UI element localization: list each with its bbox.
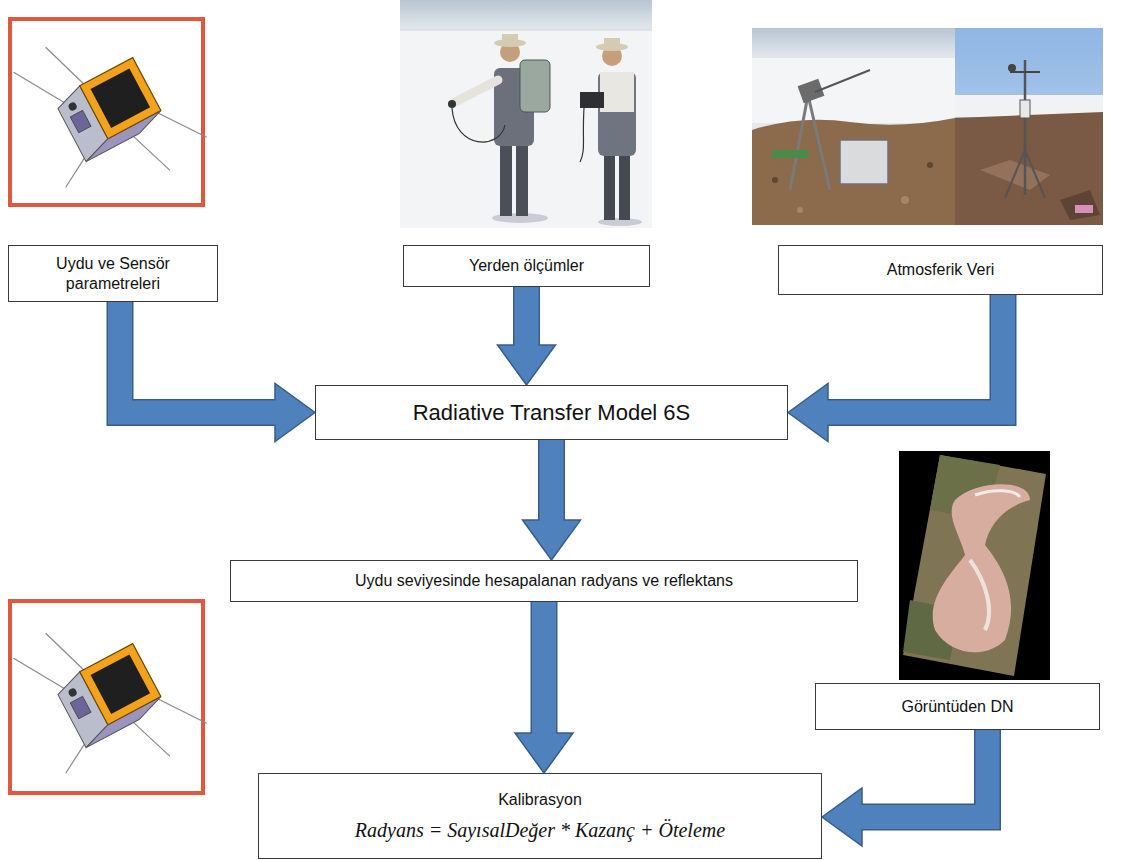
ground-measurement-photo-part [580,92,604,108]
atmospheric-station-photo-part [1020,100,1030,118]
satellite-image-part [903,455,1046,676]
atmospheric-station-photo-part [752,58,955,123]
ground-measurement-photo-part [580,108,584,162]
atmospheric-station-photo-part [798,79,825,103]
ground-measurement-photo-part [600,72,634,112]
arrow-body [120,302,279,413]
satellite-icon [3,586,212,803]
block-arrow [515,602,573,773]
ground-measurement-photo-part [598,72,636,156]
box-label: Görüntüden DN [901,697,1013,717]
ground-measurement-photo-part [452,108,505,142]
input-box: Yerden ölçümler [403,245,650,287]
ground-measurement-photo-part [400,0,652,228]
box-label: Uydu seviyesinde hesapalanan radyans ve … [355,571,733,591]
model-box: Radiative Transfer Model 6S [315,385,788,440]
block-arrow [498,287,556,385]
satellite-image-part [933,484,1030,652]
arrow-head [275,384,315,442]
atmospheric-station-photo-part [790,95,808,190]
satellite-icon-part [3,0,212,217]
block-arrow [120,302,315,442]
arrow-body [515,287,539,349]
input-box: Görüntüden DN [815,683,1100,730]
arrow-head [523,520,581,560]
ground-measurement-photo-part [400,30,652,31]
arrow-outline [120,302,275,413]
satellite-image-part [975,491,1020,497]
ground-measurement-photo-part [448,100,456,108]
input-box: Atmosferik Veri [778,245,1103,295]
ground-measurement-photo-part [516,140,528,216]
atmospheric-station-photo-part [815,70,870,92]
atmospheric-station-photo-part [752,28,955,58]
arrow-body [540,440,564,524]
arrow-outline [828,295,1003,413]
calibration-box: KalibrasyonRadyans = SayısalDeğer * Kaza… [258,773,822,859]
arrow-head [788,384,828,442]
ground-measurement-photo-part [502,34,518,43]
atmospheric-station-photo-part [901,196,909,204]
atmospheric-station-photo-part [955,28,1103,225]
ground-measurement-photo-part [455,80,498,102]
arrow-body [824,295,1003,413]
satellite-icon-part [3,586,212,803]
ground-measurement-photo-part [619,150,630,220]
satellite-icon [3,0,212,217]
atmospheric-station-photo-part [1060,190,1100,220]
atmospheric-station-photo-part [797,207,803,213]
arrow-body [532,602,556,737]
atmospheric-station-photo-part [1008,64,1016,72]
atmospheric-station-photo-part [955,112,1103,225]
block-arrow [788,295,1003,442]
atmospheric-station-photo-part [840,140,888,184]
atmospheric-station-photo-part [1075,205,1093,213]
satellite-image [899,451,1050,680]
ground-measurement-photo-part [520,60,550,112]
box-label: Radiative Transfer Model 6S [413,399,691,427]
ground-measurement-photo-part [604,38,620,47]
ground-measurement-photo [400,0,652,228]
box-label: Atmosferik Veri [887,260,995,280]
atmospheric-station-photo [752,28,1103,225]
block-arrow [523,440,581,560]
box-label: Uydu ve Sensör parametreleri [19,254,207,294]
arrow-head [498,345,556,385]
atmospheric-station-photo-part [1024,60,1027,195]
satellite-image-part [970,560,989,630]
block-arrow [822,730,988,846]
ground-measurement-photo-part [400,0,652,30]
arrow-body [858,730,988,817]
ground-measurement-photo-part [500,140,512,216]
atmospheric-station-photo-part [772,150,808,158]
atmospheric-station-photo-part [1025,150,1045,198]
formula-text: Radyans = SayısalDeğer * Kazanç + Ötelem… [355,818,725,843]
atmospheric-station-photo-part [1010,71,1040,73]
atmospheric-station-photo-part [772,177,778,183]
atmospheric-station-photo-part [752,28,955,225]
box-label: Yerden ölçümler [469,256,584,276]
arrow-head [515,733,573,773]
arrow-head [822,788,862,846]
satellite-image-part [899,451,1050,680]
result-box: Uydu seviyesinde hesapalanan radyans ve … [230,560,858,602]
atmospheric-station-photo-part [808,95,830,190]
arrow-outline [862,730,988,817]
input-box: Uydu ve Sensör parametreleri [8,245,218,302]
atmospheric-station-photo-part [752,118,955,225]
atmospheric-station-photo-part [927,162,933,168]
box-label: Kalibrasyon [498,790,582,810]
atmospheric-station-photo-part [1005,150,1025,198]
ground-measurement-photo-part [604,150,615,220]
